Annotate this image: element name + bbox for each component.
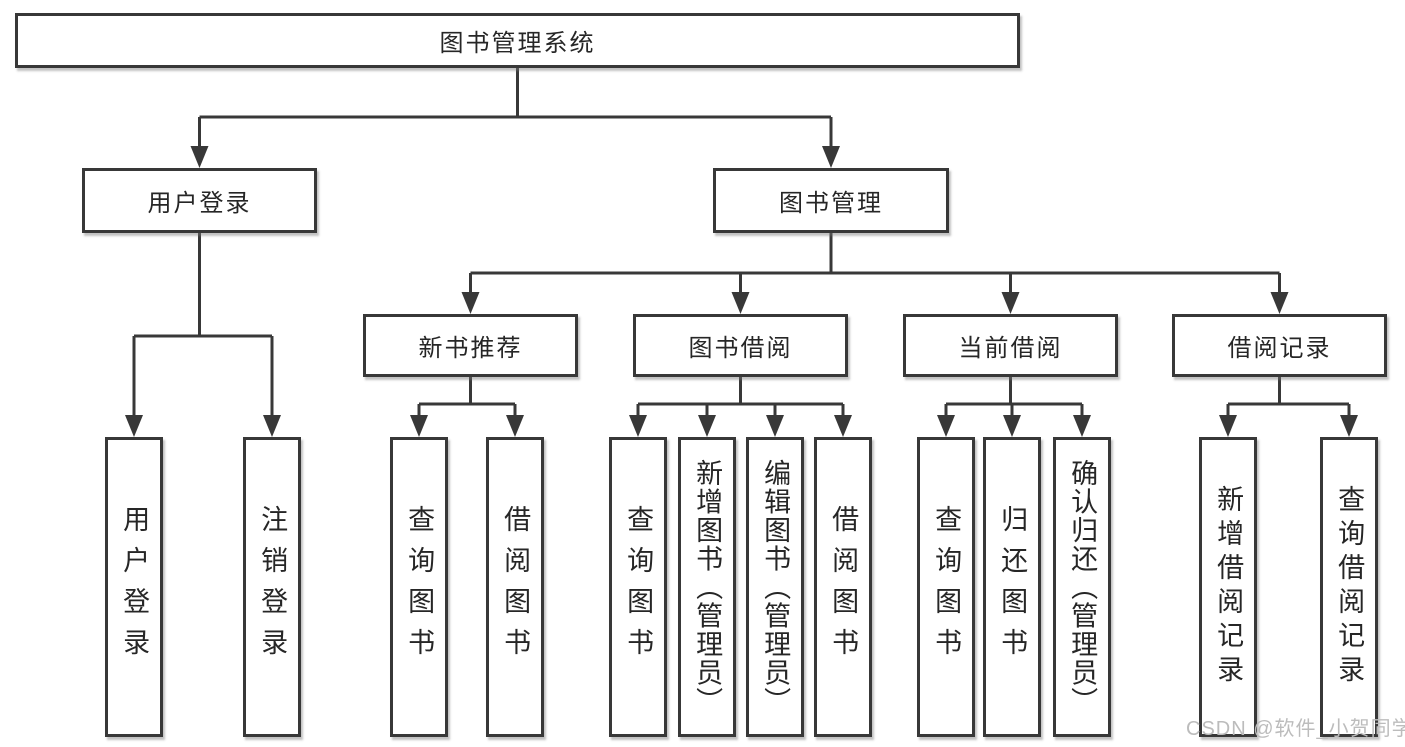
leaf-label: 注销登录 (257, 505, 288, 669)
node-book-borrow: 图书借阅 (633, 314, 848, 377)
leaf-label: 查询借阅记录 (1334, 485, 1365, 689)
leaf-label: 归还图书 (997, 505, 1028, 669)
leaf-label: 借阅图书 (500, 505, 531, 669)
leaf-user-login: 用户登录 (105, 437, 163, 737)
leaf-query-books-recommend: 查询图书 (390, 437, 448, 737)
leaf-label: 查询图书 (623, 505, 654, 669)
node-new-book-recommend: 新书推荐 (363, 314, 578, 377)
leaf-label: 用户登录 (119, 505, 150, 669)
leaf-label: 新增图书（管理员） (692, 458, 723, 716)
leaf-label: 编辑图书（管理员） (760, 458, 791, 716)
leaf-label: 借阅图书 (828, 505, 859, 669)
leaf-confirm-return-admin: 确认归还（管理员） (1053, 437, 1111, 737)
node-current-borrow: 当前借阅 (903, 314, 1118, 377)
csdn-watermark: CSDN @软件_小贺同学 (1186, 718, 1405, 740)
leaf-query-books-current: 查询图书 (917, 437, 975, 737)
leaf-query-borrow-record: 查询借阅记录 (1320, 437, 1378, 737)
leaf-borrow-books: 借阅图书 (814, 437, 872, 737)
node-root-system: 图书管理系统 (15, 13, 1020, 68)
leaf-add-borrow-record: 新增借阅记录 (1199, 437, 1257, 737)
leaf-query-books-borrow: 查询图书 (609, 437, 667, 737)
leaf-add-book-admin: 新增图书（管理员） (678, 437, 736, 737)
leaf-edit-book-admin: 编辑图书（管理员） (746, 437, 804, 737)
leaf-borrow-books-recommend: 借阅图书 (486, 437, 544, 737)
leaf-logout: 注销登录 (243, 437, 301, 737)
leaf-label: 确认归还（管理员） (1067, 458, 1098, 716)
node-book-management: 图书管理 (713, 168, 949, 233)
leaf-label: 查询图书 (404, 505, 435, 669)
arrowhead-icons (125, 146, 1358, 437)
leaf-label: 新增借阅记录 (1213, 485, 1244, 689)
node-borrow-records: 借阅记录 (1172, 314, 1387, 377)
leaf-return-book: 归还图书 (983, 437, 1041, 737)
node-user-login: 用户登录 (82, 168, 317, 233)
leaf-label: 查询图书 (931, 505, 962, 669)
